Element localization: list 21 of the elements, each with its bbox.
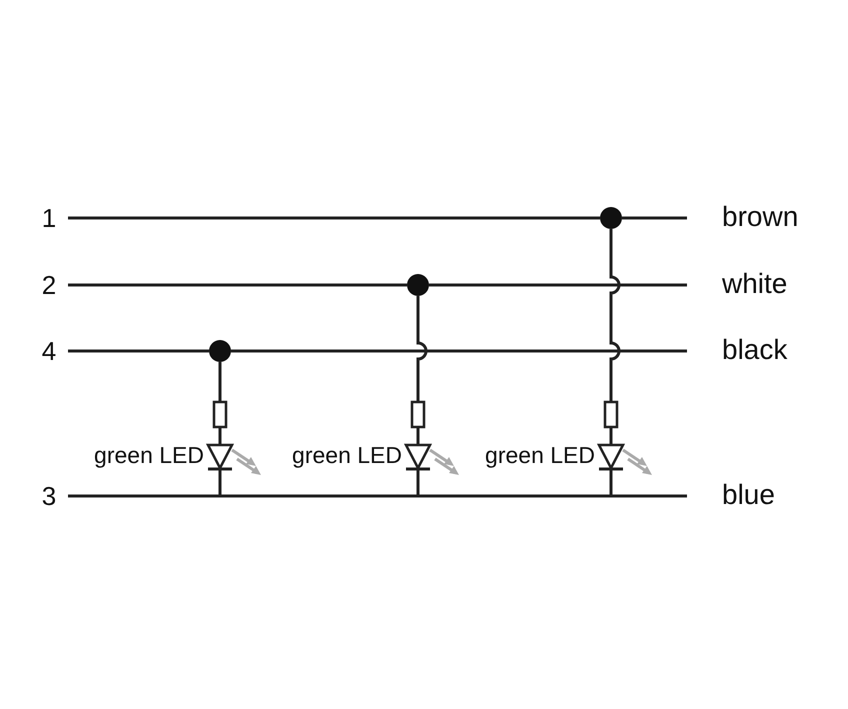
pin-number: 4 — [40, 336, 58, 367]
wire — [231, 350, 687, 352]
led-label: green LED — [94, 442, 204, 469]
wire-color-label: white — [722, 268, 788, 300]
led-label: green LED — [292, 442, 402, 469]
wire — [610, 229, 620, 400]
wire — [218, 362, 222, 400]
wire — [429, 284, 687, 286]
wire — [68, 494, 687, 498]
pin-number: 2 — [40, 270, 58, 301]
wire-color-label: black — [722, 334, 788, 366]
pin-number: 3 — [40, 481, 58, 512]
wire-color-label: brown — [722, 201, 798, 233]
led-label: green LED — [485, 442, 595, 469]
wire — [416, 296, 428, 400]
wire — [622, 216, 687, 220]
wire — [68, 284, 407, 286]
wire — [68, 350, 209, 352]
wire — [68, 216, 600, 220]
pin-number: 1 — [40, 203, 58, 234]
wire-color-label: blue — [722, 479, 775, 511]
